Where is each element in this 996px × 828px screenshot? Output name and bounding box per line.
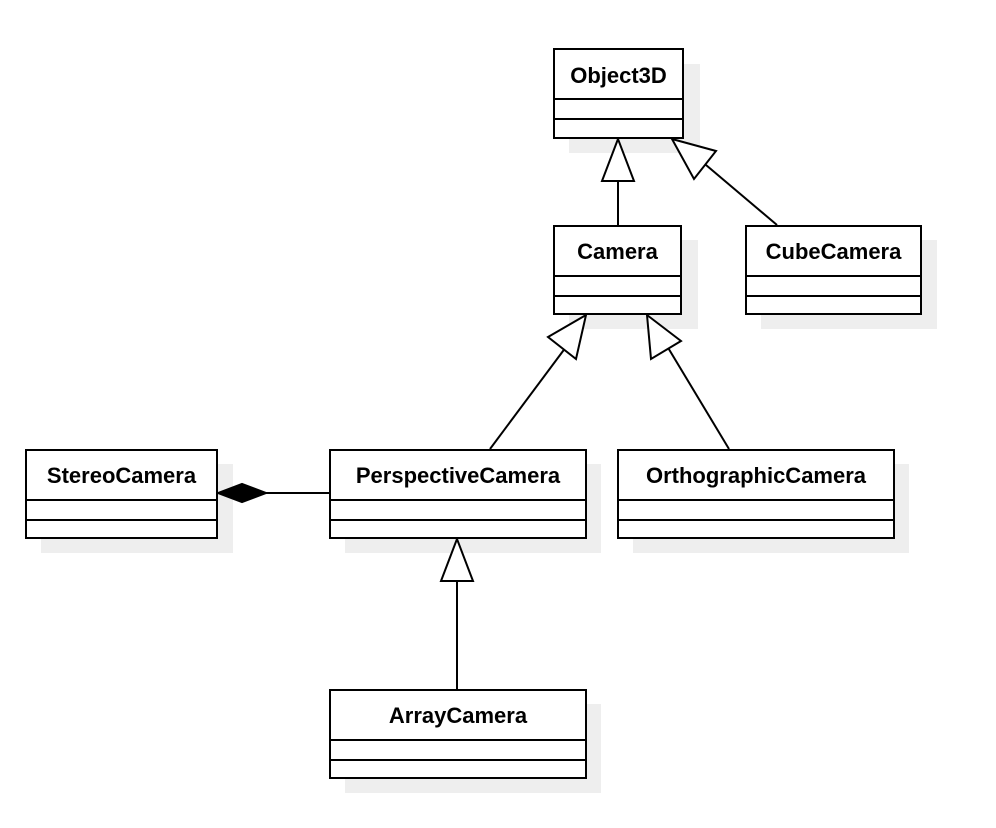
class-shadows	[41, 64, 937, 793]
class-box	[553, 225, 682, 315]
class-camera: Camera	[553, 225, 682, 315]
class-orthographic-camera: OrthographicCamera	[617, 449, 895, 539]
class-box	[329, 449, 587, 539]
orthographiccamera-camera-line	[666, 345, 730, 450]
class-name: Object3D	[570, 63, 667, 88]
class-box	[553, 48, 684, 139]
class-object3d: Object3D	[553, 48, 684, 139]
class-name: Camera	[577, 239, 658, 264]
cubecamera-object3d-arrowhead	[669, 137, 718, 181]
class-box	[745, 225, 922, 315]
arraycamera-perspectivecamera-arrowhead	[439, 536, 475, 582]
class-box	[617, 449, 895, 539]
class-perspective-camera: PerspectiveCamera	[329, 449, 587, 539]
class-name: ArrayCamera	[389, 703, 528, 728]
cubecamera-object3d-line	[705, 164, 778, 226]
orthographiccamera-camera-arrowhead	[645, 312, 683, 361]
perspectivecamera-camera-line	[489, 346, 567, 450]
class-box	[329, 689, 587, 779]
class-stereo-camera: StereoCamera	[25, 449, 218, 539]
perspectivecamera-camera-arrowhead	[546, 312, 588, 361]
relationships	[215, 136, 778, 689]
camera-object3d-arrowhead	[600, 136, 636, 182]
composition-diamond	[215, 482, 269, 504]
class-name: StereoCamera	[47, 463, 197, 488]
class-name: CubeCamera	[766, 239, 902, 264]
class-name: PerspectiveCamera	[356, 463, 561, 488]
class-box	[25, 449, 218, 539]
class-name: OrthographicCamera	[646, 463, 867, 488]
class-array-camera: ArrayCamera	[329, 689, 587, 779]
class-cube-camera: CubeCamera	[745, 225, 922, 315]
